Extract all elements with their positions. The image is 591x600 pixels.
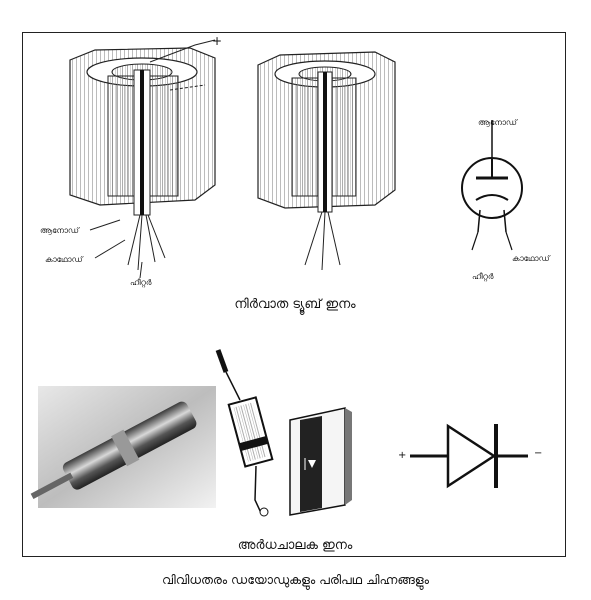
semiconductor-package <box>289 407 352 516</box>
heater-label-symbol: ഹീറ്റർ <box>472 272 494 281</box>
cathode-label-symbol: കാഥോഡ് <box>512 254 550 263</box>
semiconductor-caption: അർധചാലക ഇനം <box>237 538 353 553</box>
plus-sign: + <box>212 34 223 48</box>
figure-caption: വിവിധതരം ഡയോഡുകളും പരിപഥ ചിഹ്നങ്ങളും <box>162 572 429 587</box>
glass-diode <box>215 349 274 517</box>
figure-frame <box>22 32 566 557</box>
vacuum-tube-cutaway-1 <box>69 39 216 271</box>
vacuum-tube-caption: നിർവാത ട്യൂബ് ഇനം <box>234 297 356 312</box>
anode-label-symbol: ആനോഡ് <box>478 118 517 127</box>
vacuum-diode-symbol <box>461 120 523 251</box>
anode-label-left: ആനോഡ് <box>40 226 79 235</box>
symbol-minus-sign: − <box>534 448 543 459</box>
symbol-plus-sign: + <box>398 450 407 461</box>
heater-label-left: ഹീറ്റർ <box>130 278 152 287</box>
vacuum-tube-cutaway-2 <box>257 51 396 271</box>
semiconductor-diode-symbol <box>410 423 528 489</box>
cathode-label-left: കാഥോഡ് <box>45 255 83 264</box>
diode-photo <box>30 386 216 508</box>
